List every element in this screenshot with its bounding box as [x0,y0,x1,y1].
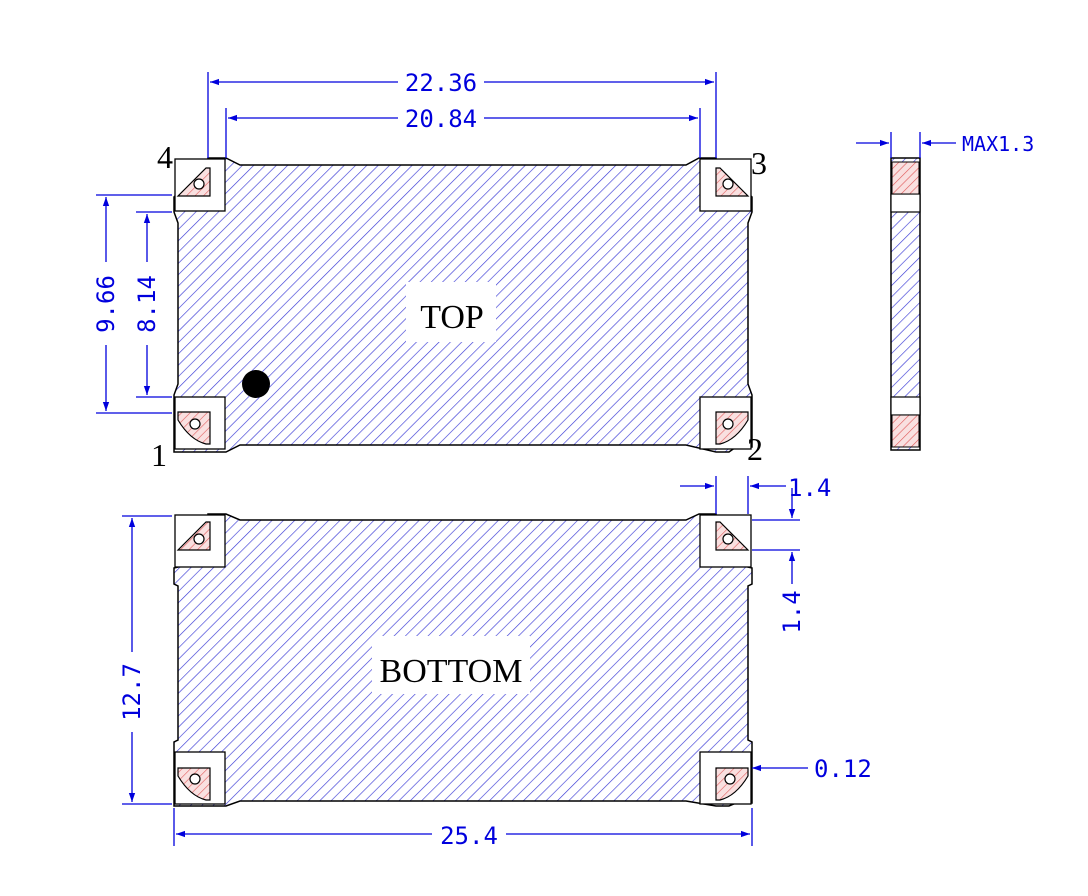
bottom-corner-tr [699,514,752,568]
dim-inner-height: 8.14 [133,275,161,333]
pin1-marker-dot [242,370,270,398]
dim-pad-width: 1.4 [788,474,831,502]
top-corner-1 [174,396,226,450]
dim-pad-height: 1.4 [778,590,806,633]
side-pad-top [891,161,920,195]
dim-overall-width: 25.4 [440,822,498,850]
bottom-dimensions [122,476,808,846]
side-pad-bottom [891,414,920,448]
top-corner-4 [174,158,226,212]
side-view [890,157,921,451]
top-label: TOP [420,299,484,336]
side-dimensions [856,132,956,158]
bottom-label: BOTTOM [380,653,523,690]
pin-label-1: 1 [151,437,167,473]
top-corner-2 [699,396,752,450]
top-view: TOP 4 3 1 2 [151,139,767,473]
pin-label-2: 2 [747,431,763,467]
bottom-corner-bl [174,751,226,805]
dim-inner-width: 20.84 [405,105,477,133]
dim-clearance: 0.12 [814,755,872,783]
top-dimensions [96,72,717,414]
pin-label-3: 3 [751,145,767,181]
bottom-corner-br [699,751,752,805]
dim-outer-height: 9.66 [92,275,120,333]
top-corner-3 [699,158,752,212]
pin-label-4: 4 [157,139,173,175]
dim-overall-width: 22.36 [405,69,477,97]
dim-overall-height: 12.7 [118,663,146,721]
dim-thickness: MAX1.3 [962,132,1034,156]
bottom-corner-tl [174,514,226,568]
bottom-view: BOTTOM [173,513,753,807]
